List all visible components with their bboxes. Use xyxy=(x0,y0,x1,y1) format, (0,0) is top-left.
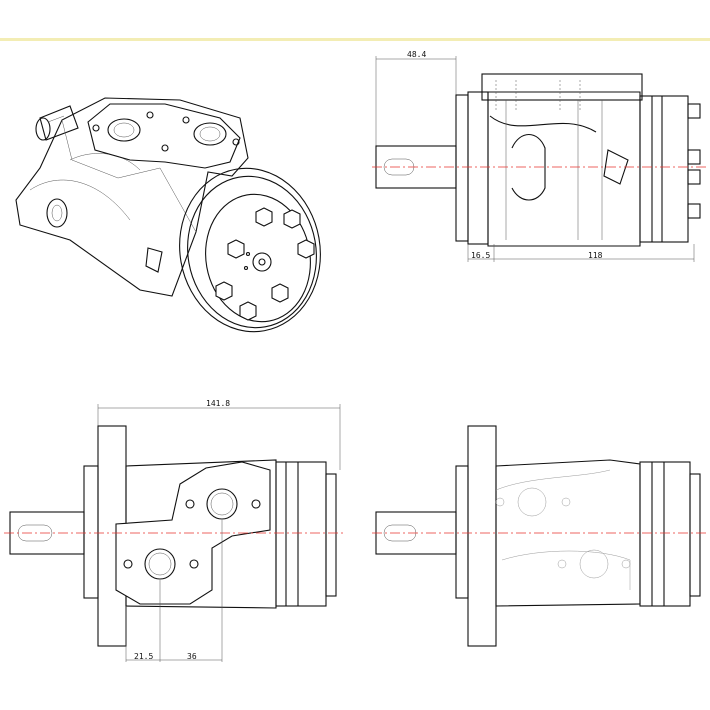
dim-shaft-length: 48.4 xyxy=(407,50,426,59)
front-right-hidden-port-b xyxy=(579,549,609,579)
iso-port-flange xyxy=(87,103,241,169)
isometric-view xyxy=(15,97,321,333)
front-right-flange xyxy=(467,425,497,647)
side-logo-icon xyxy=(603,149,629,185)
front-left-end-cap xyxy=(275,461,327,607)
side-flange xyxy=(455,94,469,242)
front-left-port-b xyxy=(144,548,176,580)
dim-port-offset-b: 36 xyxy=(187,652,197,661)
side-view: 48.4 16.5 118 xyxy=(372,50,706,262)
side-end-cap xyxy=(639,95,689,243)
front-left-view: 141.8 21.5 36 xyxy=(4,399,344,662)
iso-body xyxy=(15,97,249,297)
top-accent-band xyxy=(0,38,710,41)
front-right-view xyxy=(372,425,706,647)
iso-logo-icon xyxy=(145,247,163,273)
dim-overall-length: 141.8 xyxy=(206,399,230,408)
dim-flange: 16.5 xyxy=(471,251,490,260)
side-body xyxy=(487,91,641,247)
iso-port-a xyxy=(107,118,141,142)
front-left-port-a xyxy=(206,488,238,520)
iso-port-b xyxy=(193,122,227,146)
iso-end-cap-bolts xyxy=(215,207,315,321)
dim-port-offset-a: 21.5 xyxy=(134,652,153,661)
front-right-hidden-port-a xyxy=(517,487,547,517)
dim-body-length: 118 xyxy=(588,251,603,260)
iso-shaft xyxy=(35,105,79,141)
front-right-end-cap xyxy=(639,461,691,607)
side-port-block xyxy=(481,73,643,101)
